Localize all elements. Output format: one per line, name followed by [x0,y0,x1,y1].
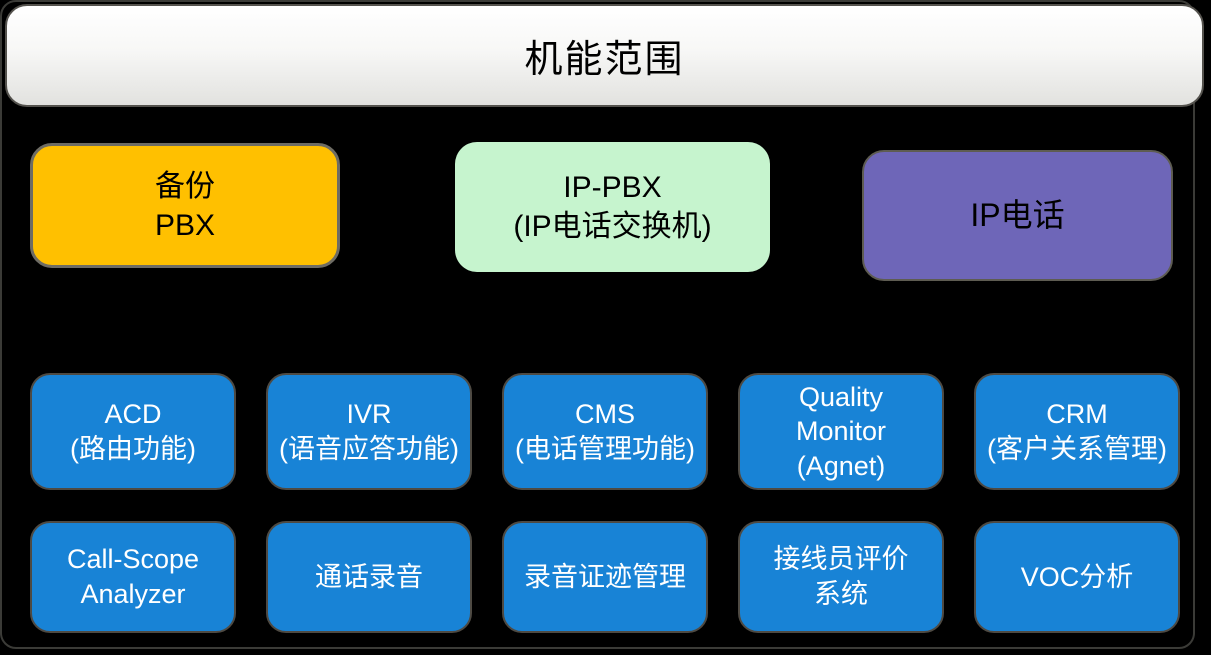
operator-evaluation-label: 接线员评价 系统 [773,544,909,609]
panel-frame [0,0,1195,649]
function-row-2: Call-Scope Analyzer 通话录音 录音证迹管理 接线员评价 系统… [30,521,1180,633]
function-box-acd: ACD (路由功能) [30,373,236,490]
function-box-recording-evidence: 录音证迹管理 [502,521,708,633]
function-box-ivr: IVR (语音应答功能) [266,373,472,490]
function-box-crm: CRM (客户关系管理) [974,373,1180,490]
quality-monitor-label: Quality Monitor (Agnet) [795,381,887,481]
function-box-voc-analysis: VOC分析 [974,521,1180,633]
ip-phone-label: IP电话 [970,196,1065,233]
crm-label: CRM (客户关系管理) [987,398,1167,464]
call-scope-analyzer-label: Call-Scope Analyzer [66,544,200,609]
ip-pbx-label: IP-PBX (IP电话交换机) [513,171,712,243]
function-box-call-recording: 通话录音 [266,521,472,633]
function-box-quality-monitor: Quality Monitor (Agnet) [738,373,944,490]
voc-analysis-label: VOC分析 [1020,561,1134,592]
function-box-cms: CMS (电话管理功能) [502,373,708,490]
recording-evidence-label: 录音证迹管理 [524,561,686,592]
title-banner: 机能范围 [5,4,1204,107]
page-title: 机能范围 [524,39,685,81]
call-recording-label: 通话录音 [315,561,423,592]
acd-label: ACD (路由功能) [70,398,196,464]
function-box-call-scope-analyzer: Call-Scope Analyzer [30,521,236,633]
backup-pbx-label: 备份 PBX [154,169,216,242]
function-box-operator-evaluation: 接线员评价 系统 [738,521,944,633]
cms-label: CMS (电话管理功能) [515,398,695,464]
ip-pbx-box: IP-PBX (IP电话交换机) [455,142,770,272]
function-row-1: ACD (路由功能) IVR (语音应答功能) CMS (电话管理功能) Qua… [30,373,1180,490]
ivr-label: IVR (语音应答功能) [279,398,459,464]
ip-phone-box: IP电话 [862,150,1173,281]
backup-pbx-box: 备份 PBX [30,143,340,268]
